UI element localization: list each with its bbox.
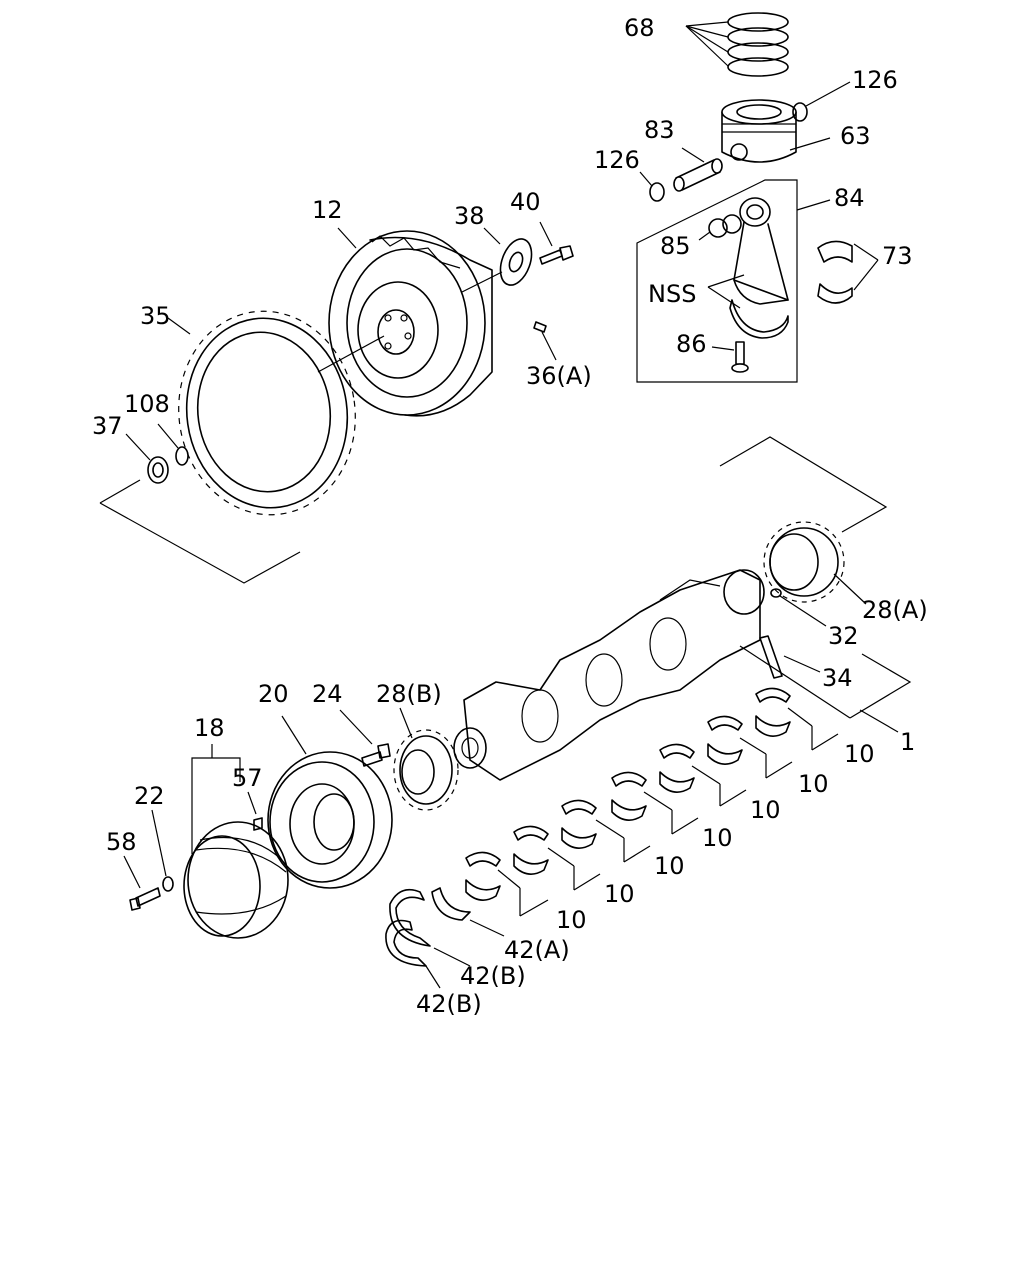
flywheel bbox=[328, 227, 493, 417]
connecting-rod-assembly bbox=[636, 179, 831, 383]
label-10-c: 10 bbox=[654, 852, 685, 880]
label-42b-lower: 42(B) bbox=[416, 990, 482, 1018]
main-bearing-2 bbox=[513, 825, 601, 891]
label-68: 68 bbox=[624, 14, 655, 42]
thrust-washer-b1 bbox=[389, 888, 471, 967]
bracket-left bbox=[99, 479, 301, 584]
damper bbox=[183, 744, 289, 939]
label-83: 83 bbox=[644, 116, 675, 144]
label-58: 58 bbox=[106, 828, 137, 856]
label-35: 35 bbox=[140, 302, 171, 330]
main-bearing-6 bbox=[707, 715, 793, 779]
label-126-upper: 126 bbox=[852, 66, 898, 94]
label-18: 18 bbox=[194, 714, 225, 742]
label-10-e: 10 bbox=[750, 796, 781, 824]
key bbox=[770, 588, 827, 627]
snap-ring-lower bbox=[639, 171, 665, 202]
thrust-washer-a bbox=[431, 887, 505, 937]
label-12: 12 bbox=[312, 196, 343, 224]
crank-pin bbox=[759, 635, 821, 679]
label-37: 37 bbox=[92, 412, 123, 440]
main-bearing-4 bbox=[611, 771, 699, 835]
label-108: 108 bbox=[124, 390, 170, 418]
crank-gear-b bbox=[393, 707, 459, 811]
label-38: 38 bbox=[454, 202, 485, 230]
main-bearings bbox=[465, 687, 839, 917]
bracket-crank bbox=[849, 653, 912, 733]
crankshaft bbox=[453, 569, 851, 781]
label-73: 73 bbox=[882, 242, 913, 270]
label-20: 20 bbox=[258, 680, 289, 708]
callout-labels: 68 126 63 83 126 84 85 73 NSS 86 12 38 4… bbox=[92, 14, 928, 1018]
main-bearing-3 bbox=[561, 799, 651, 863]
label-32: 32 bbox=[828, 622, 859, 650]
washer bbox=[151, 809, 174, 892]
label-42a: 42(A) bbox=[504, 936, 570, 964]
pulley-bolt bbox=[123, 855, 161, 911]
ring-gear bbox=[167, 310, 385, 516]
snap-ring-upper bbox=[792, 81, 851, 122]
label-42b-upper: 42(B) bbox=[460, 962, 526, 990]
label-36a: 36(A) bbox=[526, 362, 592, 390]
piston bbox=[721, 99, 831, 163]
crank-pulley bbox=[267, 715, 393, 889]
label-24: 24 bbox=[312, 680, 343, 708]
dowel-pin-a bbox=[533, 321, 557, 361]
label-22: 22 bbox=[134, 782, 165, 810]
flywheel-plate bbox=[461, 227, 533, 293]
label-28a: 28(A) bbox=[862, 596, 928, 624]
bracket-right bbox=[719, 436, 888, 533]
label-10-b: 10 bbox=[604, 880, 635, 908]
main-bearing-1 bbox=[465, 851, 549, 917]
main-bearing-5 bbox=[659, 743, 747, 807]
main-bearing-7 bbox=[755, 687, 839, 751]
label-40: 40 bbox=[510, 188, 541, 216]
label-84: 84 bbox=[834, 184, 865, 212]
label-34: 34 bbox=[822, 664, 853, 692]
crank-gear-a bbox=[763, 521, 867, 605]
piston-pin bbox=[673, 147, 723, 192]
label-10-a: 10 bbox=[556, 906, 587, 934]
seal-ring bbox=[157, 423, 189, 466]
label-10-d: 10 bbox=[702, 824, 733, 852]
label-10-f: 10 bbox=[798, 770, 829, 798]
label-28b: 28(B) bbox=[376, 680, 442, 708]
piston-rings bbox=[685, 12, 789, 77]
label-57: 57 bbox=[232, 764, 263, 792]
flywheel-bolt bbox=[539, 221, 574, 265]
pilot-bearing bbox=[125, 433, 169, 484]
con-rod-bearing bbox=[817, 240, 879, 304]
label-85: 85 bbox=[660, 232, 691, 260]
thrust-washer-b2 bbox=[385, 919, 441, 989]
label-86: 86 bbox=[676, 330, 707, 358]
label-126-lower: 126 bbox=[594, 146, 640, 174]
label-63: 63 bbox=[840, 122, 871, 150]
gear-bolt bbox=[339, 709, 391, 767]
label-1: 1 bbox=[900, 728, 915, 756]
label-10-g: 10 bbox=[844, 740, 875, 768]
label-nss: NSS bbox=[648, 280, 696, 308]
